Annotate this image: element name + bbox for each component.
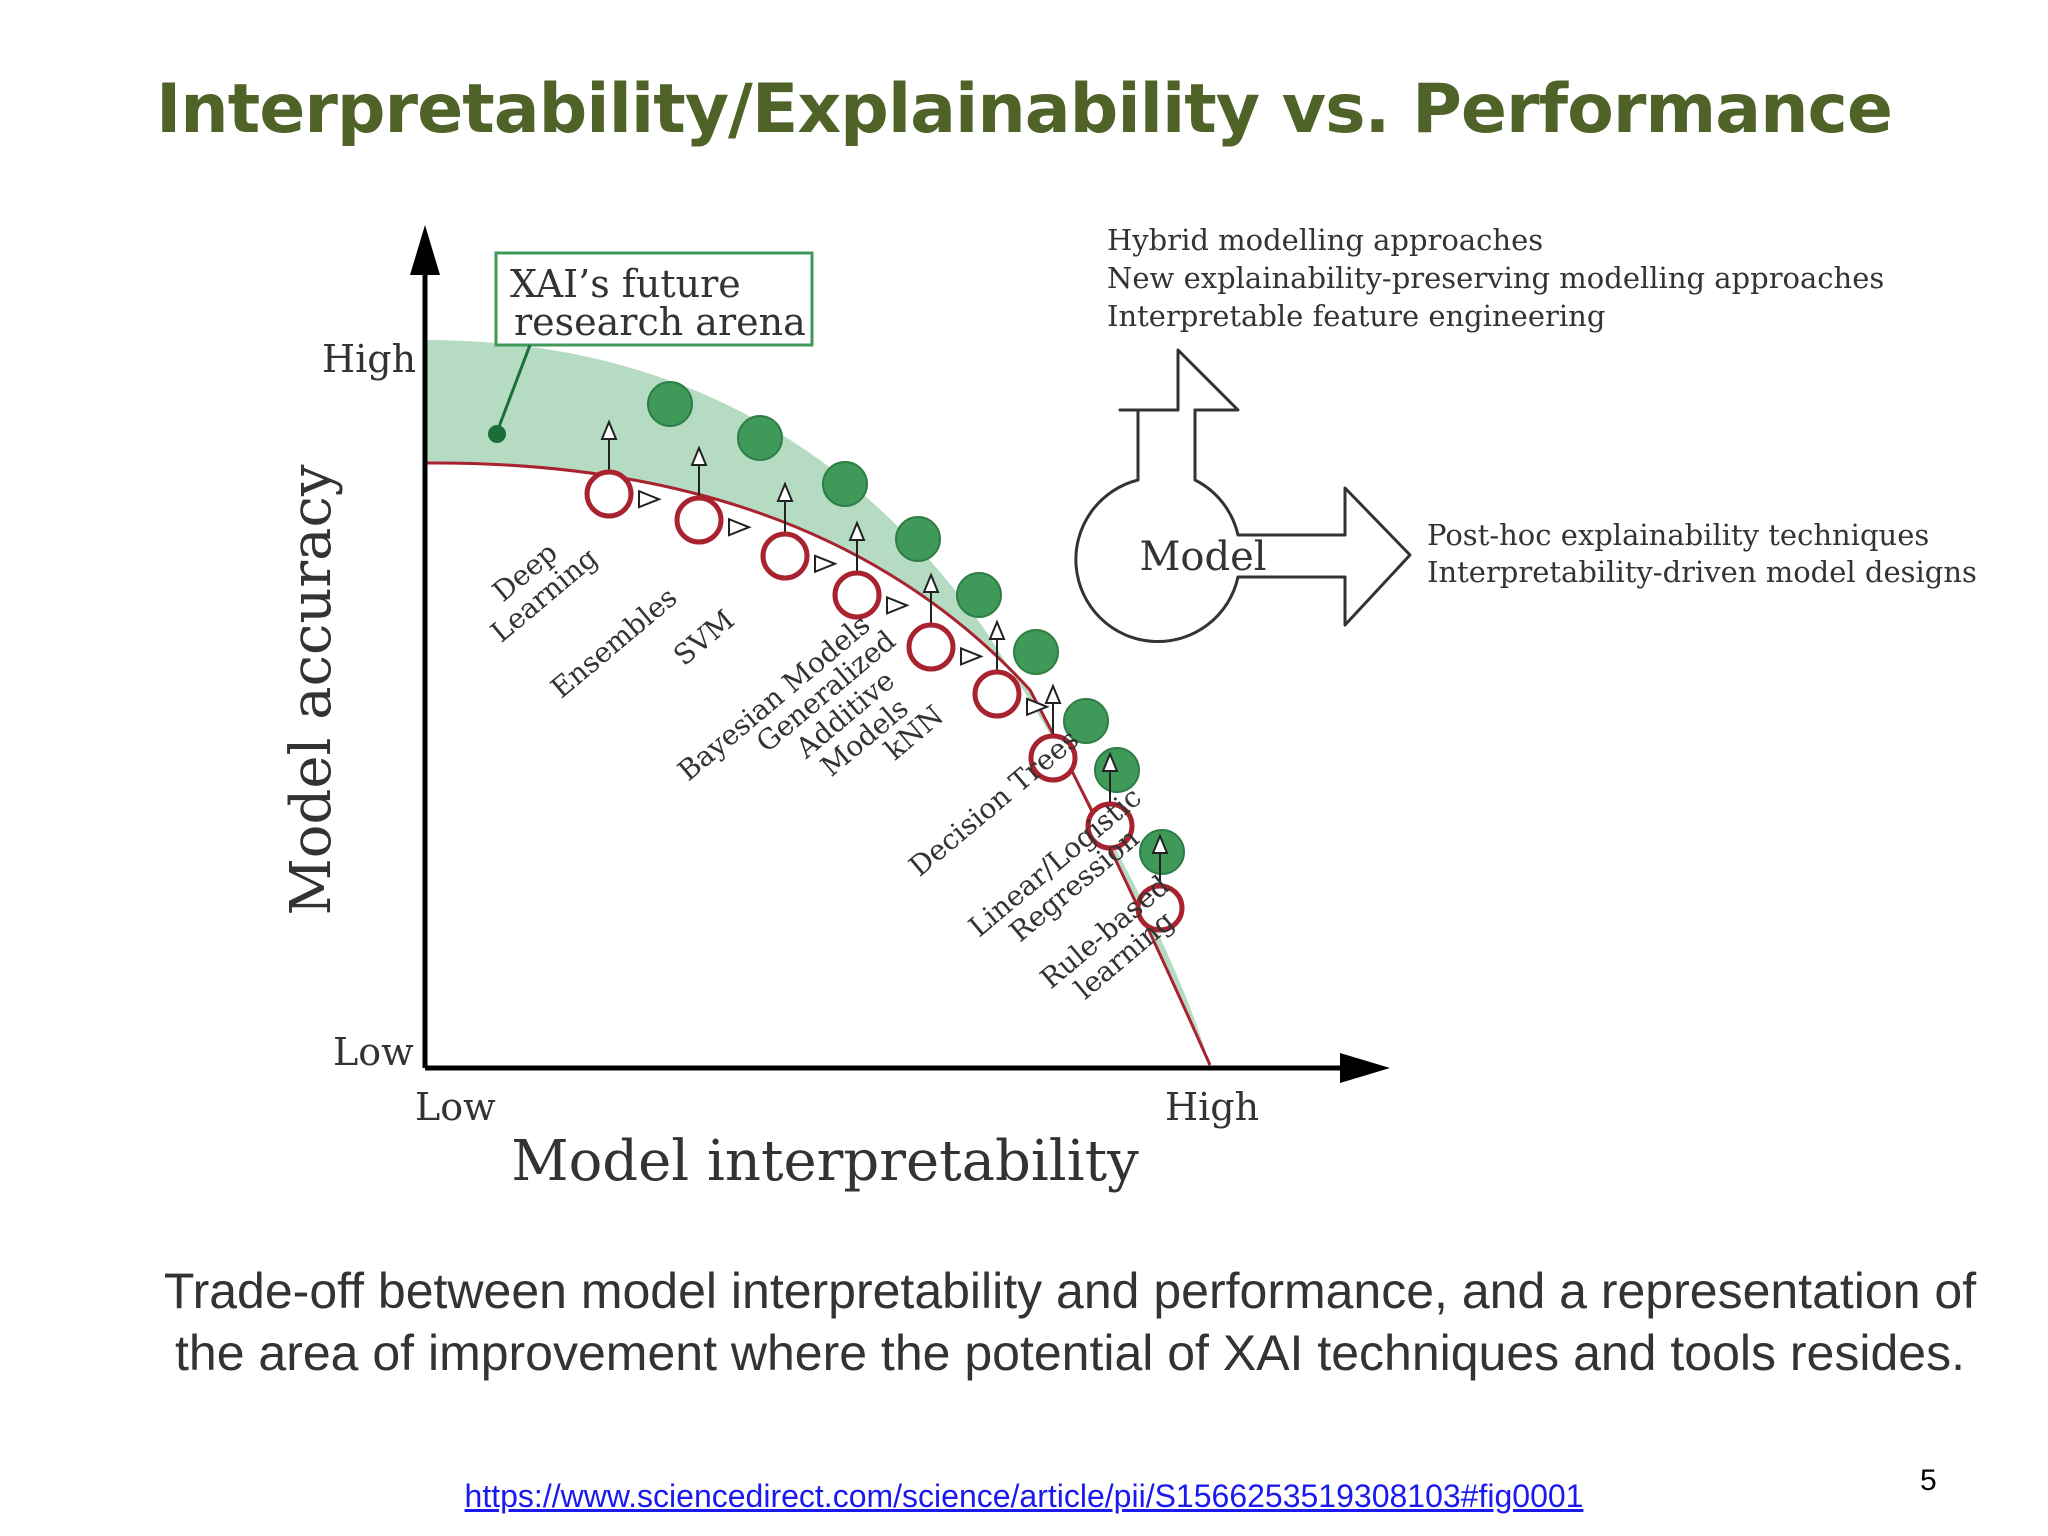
right-arrow-head xyxy=(960,646,984,666)
upward-approach-1: Hybrid modelling approaches xyxy=(1107,223,1543,257)
up-arrow-head xyxy=(1044,683,1062,704)
right-arrow-head xyxy=(886,595,910,615)
y-axis-label: Model accuracy xyxy=(279,464,344,915)
model-shape xyxy=(1074,348,1412,644)
model-family-ring xyxy=(1028,733,1078,783)
callout-line-2: research arena xyxy=(514,300,806,344)
improved-model-dot xyxy=(647,381,693,427)
up-arrow-head xyxy=(922,572,940,593)
model-label: Model xyxy=(1139,534,1266,580)
rightward-approach-2: Interpretability-driven model designs xyxy=(1427,555,1977,589)
model-family-ring xyxy=(972,669,1022,719)
upward-approach-2: New explainability-preserving modelling … xyxy=(1107,261,1884,295)
up-arrow-head xyxy=(988,619,1006,640)
upward-approach-3: Interpretable feature engineering xyxy=(1107,299,1605,333)
model-family-label-line: SVM xyxy=(667,603,740,672)
x-high-label: High xyxy=(1165,1085,1259,1129)
x-axis-label: Model interpretability xyxy=(511,1129,1139,1194)
improved-model-dot xyxy=(1063,698,1109,744)
callout-dot xyxy=(488,425,506,443)
right-arrow-head xyxy=(638,489,662,509)
model-family-ring xyxy=(906,622,956,672)
up-arrow-head xyxy=(848,520,866,541)
slide-title: Interpretability/Explainability vs. Perf… xyxy=(156,70,1893,149)
model-node: Model xyxy=(1074,348,1412,644)
up-arrow-head xyxy=(600,419,618,440)
y-axis-arrowhead xyxy=(410,225,440,275)
improved-model-dot xyxy=(956,572,1002,618)
rightward-approach-1: Post-hoc explainability techniques xyxy=(1427,518,1929,552)
model-family-ring xyxy=(584,469,634,519)
model-family-label: SVM xyxy=(667,603,740,672)
up-arrow-head xyxy=(1151,833,1169,854)
model-family-ring xyxy=(674,495,724,545)
improved-model-dot xyxy=(1013,629,1059,675)
y-high-label: High xyxy=(322,337,416,381)
improved-model-dot xyxy=(737,415,783,461)
x-low-label: Low xyxy=(415,1085,496,1129)
improved-model-dot xyxy=(895,516,941,562)
x-axis-arrowhead xyxy=(1340,1053,1390,1083)
figure-caption: Trade-off between model interpretability… xyxy=(163,1263,1977,1381)
callout-line-1: XAI’s future xyxy=(510,262,741,306)
upward-approaches: Hybrid modelling approaches New explaina… xyxy=(1107,223,1884,333)
model-family-label: Ensembles xyxy=(544,581,683,705)
up-arrow-head xyxy=(690,445,708,466)
improved-model-dot xyxy=(822,461,868,507)
right-arrow-head xyxy=(814,554,838,574)
model-points xyxy=(584,381,1185,933)
up-arrow-head xyxy=(776,481,794,502)
source-link[interactable]: https://www.sciencedirect.com/science/ar… xyxy=(464,1478,1584,1514)
right-arrow-head xyxy=(1026,697,1050,717)
y-low-label: Low xyxy=(333,1030,414,1074)
rightward-approaches: Post-hoc explainability techniques Inter… xyxy=(1427,518,1977,589)
up-arrow-head xyxy=(1101,751,1119,772)
model-family-ring xyxy=(1085,801,1135,851)
model-family-ring xyxy=(832,570,882,620)
model-family-label: DeepLearning xyxy=(465,518,604,649)
page-number: 5 xyxy=(1920,1464,1937,1497)
xai-callout: XAI’s future research arena xyxy=(488,251,814,443)
model-family-ring xyxy=(1135,883,1185,933)
model-family-label-line: Ensembles xyxy=(544,581,683,705)
model-family-ring xyxy=(760,531,810,581)
right-arrow-head xyxy=(728,517,752,537)
